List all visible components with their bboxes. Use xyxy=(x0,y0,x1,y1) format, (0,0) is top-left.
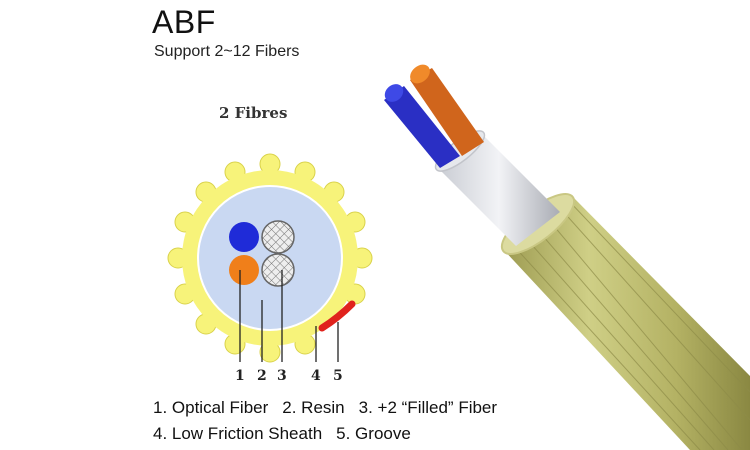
callout-number-2: 2 xyxy=(257,368,267,384)
jacket-ridges xyxy=(511,199,750,450)
callout-number-3: 3 xyxy=(277,368,287,384)
cable-illustration xyxy=(384,64,750,450)
cross-section xyxy=(167,153,373,363)
cable-jacket xyxy=(502,196,750,450)
optical-fiber-blue xyxy=(229,222,259,252)
callout-lines xyxy=(239,270,339,362)
legend-item-low-friction-sheath: 4. Low Friction Sheath xyxy=(153,424,323,443)
callout-number-5: 5 xyxy=(333,368,343,384)
groove-marker xyxy=(318,300,356,332)
legend-item-filled-fiber: 3. +2 “Filled” Fiber xyxy=(358,398,498,417)
legend-line-1: 1. Optical Fiber 2. Resin 3. +2 “Filled” F… xyxy=(153,398,497,418)
legend-item-optical-fiber: 1. Optical Fiber xyxy=(153,398,269,417)
legend-line-2: 4. Low Friction Sheath 5. Groove xyxy=(153,424,411,444)
legend-item-resin: 2. Resin xyxy=(282,398,345,417)
cross-section-title: 2 Fibres xyxy=(219,104,288,122)
filled-fiber-bottom xyxy=(261,253,295,287)
cable-fibers xyxy=(384,64,484,168)
callout-number-1: 1 xyxy=(235,368,245,384)
optical-fiber-orange xyxy=(229,255,259,285)
inner-tube xyxy=(438,134,560,246)
callout-number-4: 4 xyxy=(311,368,321,384)
callout-numbers: 1 2 3 4 5 xyxy=(235,368,343,384)
filled-fiber-top xyxy=(261,220,295,254)
page-title: ABF xyxy=(152,4,216,40)
legend-item-groove: 5. Groove xyxy=(336,424,411,443)
page-subtitle: Support 2~12 Fibers xyxy=(154,43,300,60)
